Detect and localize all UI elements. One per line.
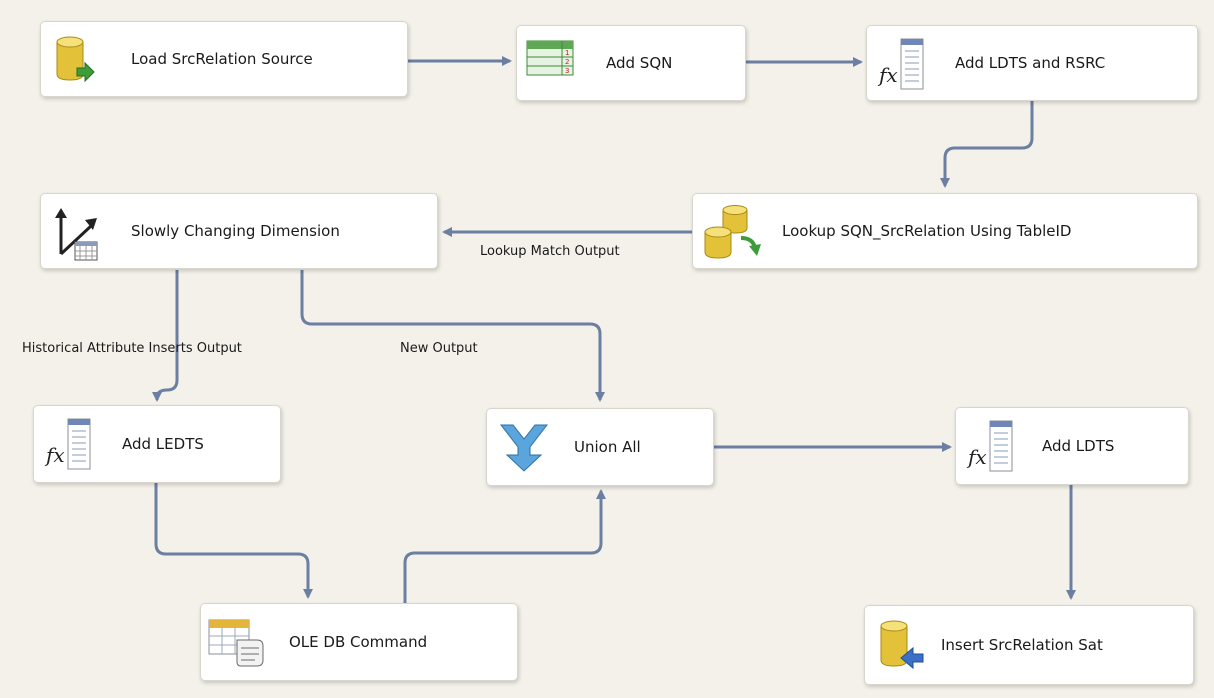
row-number-icon: 1 2 3 [526, 38, 574, 82]
union-all-icon [497, 421, 551, 477]
component-label: OLE DB Command [289, 633, 428, 651]
component-label: Union All [574, 438, 641, 456]
svg-text:2: 2 [565, 58, 569, 66]
path-ledts-to-ole-db[interactable] [154, 483, 313, 599]
component-insert-srcrelation-sat[interactable]: Insert SrcRelation Sat [864, 605, 1194, 685]
path-ole-db-to-union-all[interactable] [403, 489, 606, 603]
database-source-icon [55, 34, 95, 90]
component-label: Add LDTS and RSRC [955, 54, 1106, 72]
component-label: Add SQN [606, 54, 673, 72]
path-label-new-output: New Output [400, 341, 478, 356]
database-destination-icon [877, 616, 925, 678]
component-ole-db-command[interactable]: OLE DB Command [200, 603, 518, 681]
component-slowly-changing-dimension[interactable]: Slowly Changing Dimension [40, 193, 438, 269]
svg-text:fx: fx [44, 443, 65, 467]
component-label: Lookup SQN_SrcRelation Using TableID [782, 222, 1072, 240]
component-label: Add LDTS [1042, 437, 1115, 455]
component-label: Insert SrcRelation Sat [941, 636, 1103, 654]
component-load-srcrelation-source[interactable]: Load SrcRelation Source [40, 21, 408, 97]
svg-text:3: 3 [565, 67, 569, 75]
ole-db-command-icon [207, 616, 265, 674]
derived-column-icon: fx [966, 418, 1018, 478]
component-label: Load SrcRelation Source [131, 50, 313, 68]
derived-column-icon: fx [877, 36, 929, 96]
path-label-historical-inserts: Historical Attribute Inserts Output [22, 341, 242, 356]
component-union-all[interactable]: Union All [486, 408, 714, 486]
scd-icon [49, 204, 105, 268]
component-add-ledts[interactable]: fx Add LEDTS [33, 405, 281, 483]
component-add-ldts-and-rsrc[interactable]: fx Add LDTS and RSRC [866, 25, 1198, 101]
derived-column-icon: fx [44, 416, 96, 476]
lookup-icon [701, 204, 765, 268]
path-label-lookup-match: Lookup Match Output [480, 244, 620, 259]
component-label: Add LEDTS [122, 435, 204, 453]
component-add-sqn[interactable]: 1 2 3 Add SQN [516, 25, 746, 101]
component-label: Slowly Changing Dimension [131, 222, 340, 240]
path-ldts-rsrc-to-lookup[interactable] [940, 101, 1034, 188]
component-lookup-sqn-srcrelation[interactable]: Lookup SQN_SrcRelation Using TableID [692, 193, 1198, 269]
path-scd-to-union-all[interactable] [300, 270, 605, 402]
component-add-ldts[interactable]: fx Add LDTS [955, 407, 1189, 485]
svg-text:1: 1 [565, 49, 569, 57]
svg-text:fx: fx [966, 445, 987, 469]
path-scd-to-add-ledts[interactable] [152, 270, 179, 402]
svg-text:fx: fx [877, 63, 898, 87]
